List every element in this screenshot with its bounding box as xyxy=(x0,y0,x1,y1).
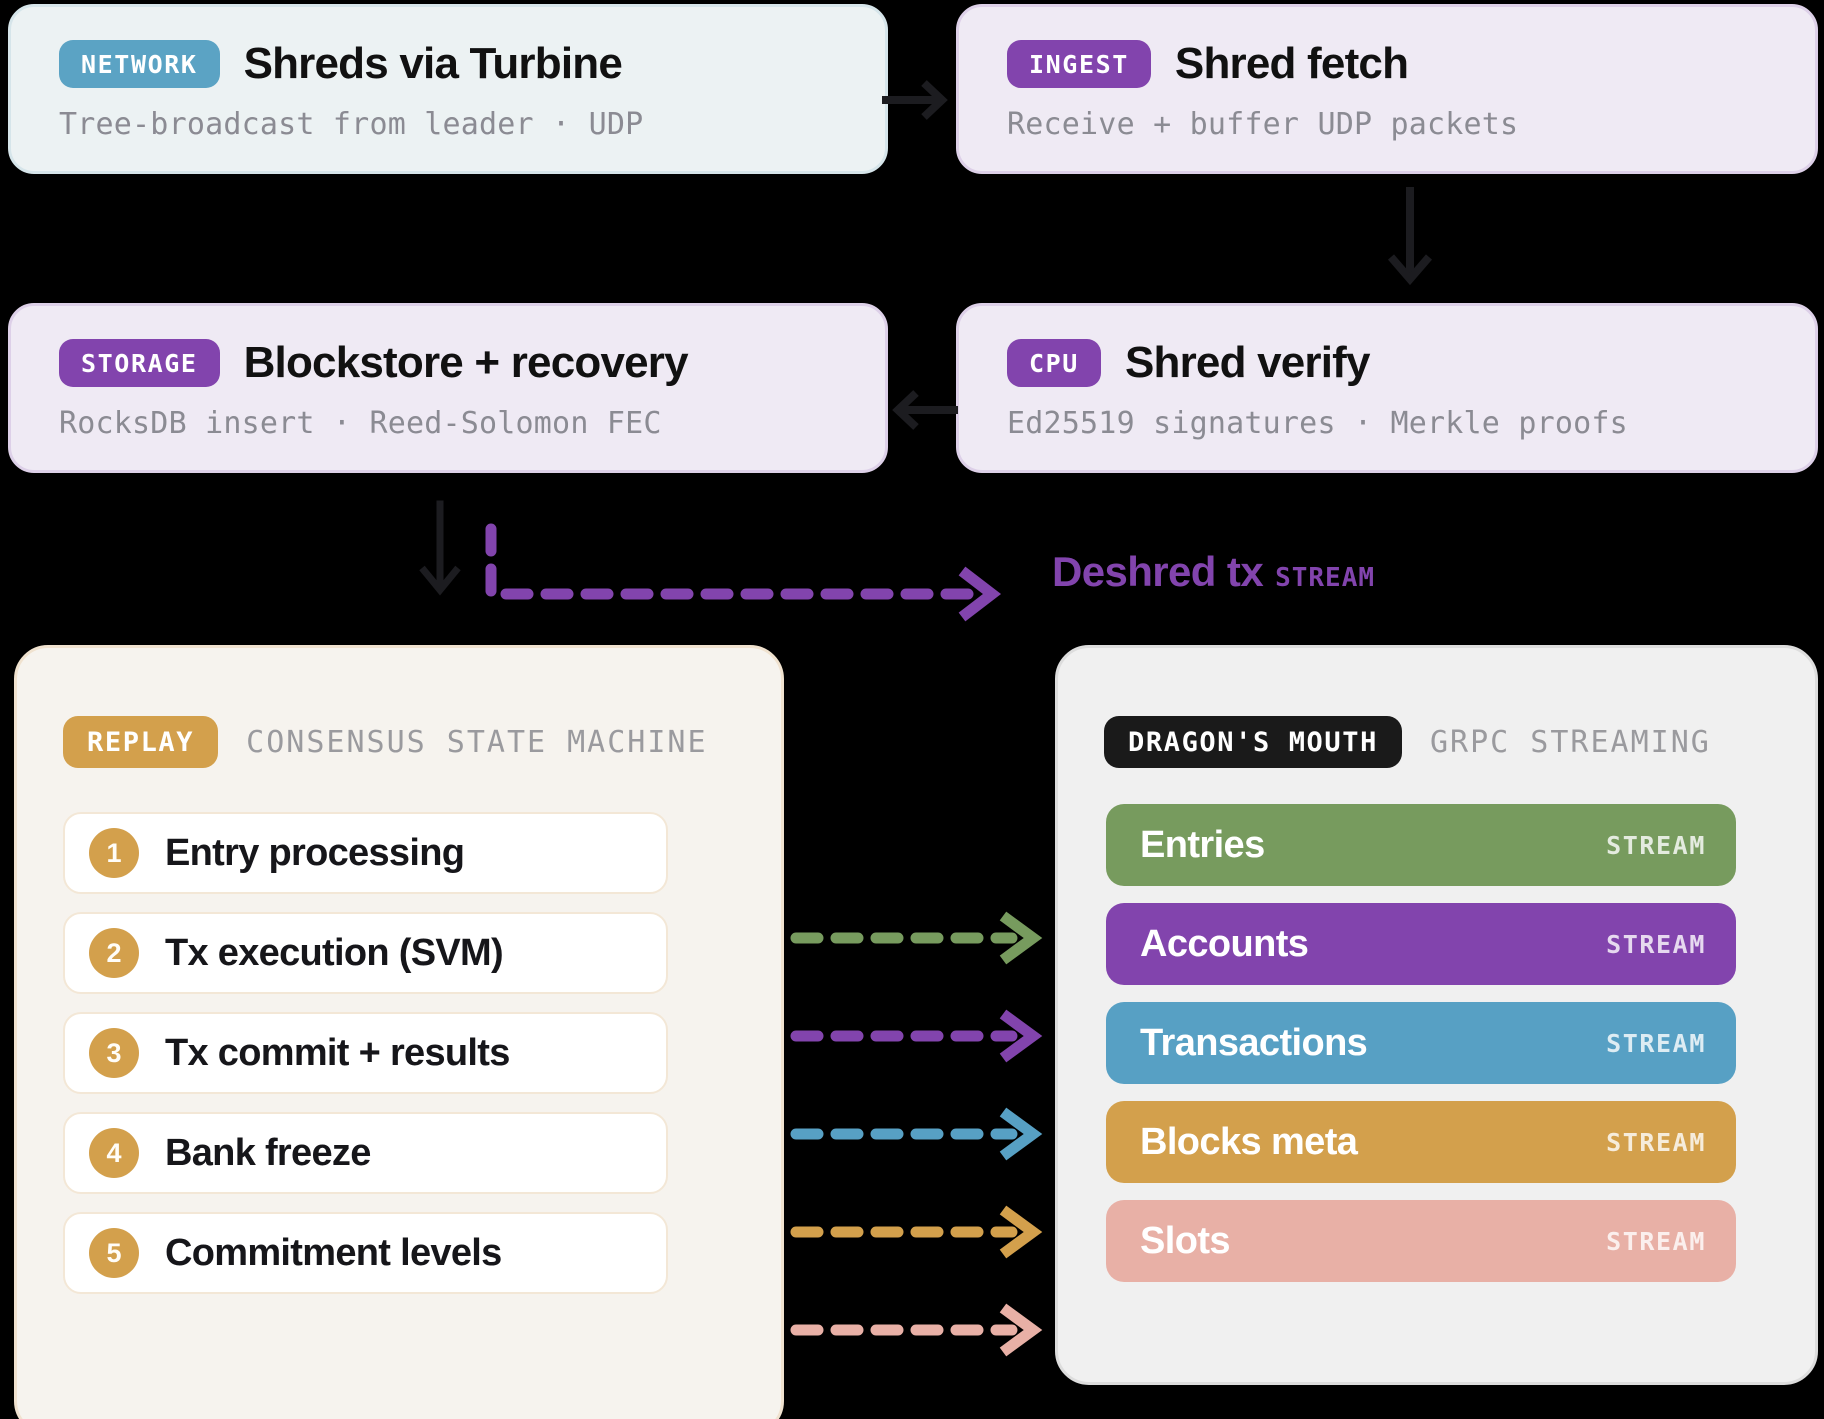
arrow-left-cpu-to-storage xyxy=(892,390,958,430)
step-label: Tx commit + results xyxy=(165,1031,510,1074)
connector-commitment-to-slots xyxy=(790,1303,1043,1357)
card-subtitle: RocksDB insert · Reed-Solomon FEC xyxy=(59,406,662,441)
card-header: INGEST Shred fetch xyxy=(959,7,1815,89)
list-item[interactable]: Accounts STREAM xyxy=(1106,903,1736,985)
stream-name: Blocks meta xyxy=(1140,1120,1358,1163)
stream-list: Entries STREAM Accounts STREAM Transacti… xyxy=(1058,768,1815,1282)
card-subtitle: Tree-broadcast from leader · UDP xyxy=(59,107,644,142)
list-item[interactable]: 3 Tx commit + results xyxy=(63,1012,668,1094)
step-number: 4 xyxy=(89,1128,139,1178)
panel-replay-consensus: REPLAY CONSENSUS STATE MACHINE 1 Entry p… xyxy=(14,645,784,1419)
badge-network: NETWORK xyxy=(59,40,220,88)
card-shred-verify: CPU Shred verify Ed25519 signatures · Me… xyxy=(956,303,1818,473)
card-title: Shred fetch xyxy=(1174,39,1409,88)
connector-txcommit-to-transactions xyxy=(790,1107,1043,1161)
list-item[interactable]: 5 Commitment levels xyxy=(63,1212,668,1294)
list-item[interactable]: 1 Entry processing xyxy=(63,812,668,894)
step-label: Commitment levels xyxy=(165,1231,502,1274)
step-label: Entry processing xyxy=(165,831,465,874)
replay-step-list: 1 Entry processing 2 Tx execution (SVM) … xyxy=(17,768,781,1294)
panel-subtitle: GRPC STREAMING xyxy=(1429,724,1711,760)
connector-txexec-to-accounts xyxy=(790,1009,1043,1063)
card-title: Shred verify xyxy=(1124,338,1371,387)
card-title: Blockstore + recovery xyxy=(243,338,689,387)
stream-name: Transactions xyxy=(1140,1021,1368,1064)
panel-header: DRAGON'S MOUTH GRPC STREAMING xyxy=(1058,648,1815,768)
stream-tag: STREAM xyxy=(1606,1127,1706,1157)
connector-entry-to-entries xyxy=(790,911,1043,965)
stream-name: Slots xyxy=(1140,1219,1231,1262)
connector-bankfreeze-to-blocksmeta xyxy=(790,1205,1043,1259)
step-number: 3 xyxy=(89,1028,139,1078)
list-item[interactable]: Slots STREAM xyxy=(1106,1200,1736,1282)
stream-name: Accounts xyxy=(1140,922,1309,965)
list-item[interactable]: Entries STREAM xyxy=(1106,804,1736,886)
stream-tag: STREAM xyxy=(1606,929,1706,959)
badge-ingest: INGEST xyxy=(1007,40,1151,88)
deshred-stream-tag: STREAM xyxy=(1275,563,1375,593)
list-item[interactable]: 4 Bank freeze xyxy=(63,1112,668,1194)
stream-tag: STREAM xyxy=(1606,1028,1706,1058)
list-item[interactable]: Blocks meta STREAM xyxy=(1106,1101,1736,1183)
arrow-down-storage-to-replay xyxy=(419,500,461,596)
connector-deshred-tx xyxy=(485,523,1002,622)
card-title: Shreds via Turbine xyxy=(243,39,623,88)
card-header: CPU Shred verify xyxy=(959,306,1815,388)
arrow-down-ingest-to-cpu xyxy=(1387,187,1433,286)
card-subtitle: Ed25519 signatures · Merkle proofs xyxy=(1007,406,1628,441)
list-item[interactable]: 2 Tx execution (SVM) xyxy=(63,912,668,994)
card-header: STORAGE Blockstore + recovery xyxy=(11,306,885,388)
stream-name: Entries xyxy=(1140,823,1265,866)
badge-cpu: CPU xyxy=(1007,339,1101,387)
list-item[interactable]: Transactions STREAM xyxy=(1106,1002,1736,1084)
badge-dragons-mouth: DRAGON'S MOUTH xyxy=(1104,716,1402,768)
arrow-right-network-to-ingest xyxy=(882,80,948,120)
card-shreds-via-turbine: NETWORK Shreds via Turbine Tree-broadcas… xyxy=(8,4,888,174)
deshred-label-text: Deshred tx xyxy=(1052,548,1264,595)
badge-storage: STORAGE xyxy=(59,339,220,387)
step-number: 2 xyxy=(89,928,139,978)
card-header: NETWORK Shreds via Turbine xyxy=(11,7,885,89)
stream-tag: STREAM xyxy=(1606,830,1706,860)
panel-dragons-mouth: DRAGON'S MOUTH GRPC STREAMING Entries ST… xyxy=(1055,645,1818,1385)
stream-tag: STREAM xyxy=(1606,1226,1706,1256)
panel-subtitle: CONSENSUS STATE MACHINE xyxy=(246,724,708,760)
step-label: Tx execution (SVM) xyxy=(165,931,504,974)
step-number: 5 xyxy=(89,1228,139,1278)
step-number: 1 xyxy=(89,828,139,878)
card-subtitle: Receive + buffer UDP packets xyxy=(1007,107,1519,142)
panel-header: REPLAY CONSENSUS STATE MACHINE xyxy=(17,648,781,768)
deshred-tx-label: Deshred tx STREAM xyxy=(1052,548,1375,596)
badge-replay: REPLAY xyxy=(63,716,219,768)
step-label: Bank freeze xyxy=(165,1131,371,1174)
card-blockstore-recovery: STORAGE Blockstore + recovery RocksDB in… xyxy=(8,303,888,473)
card-shred-fetch: INGEST Shred fetch Receive + buffer UDP … xyxy=(956,4,1818,174)
